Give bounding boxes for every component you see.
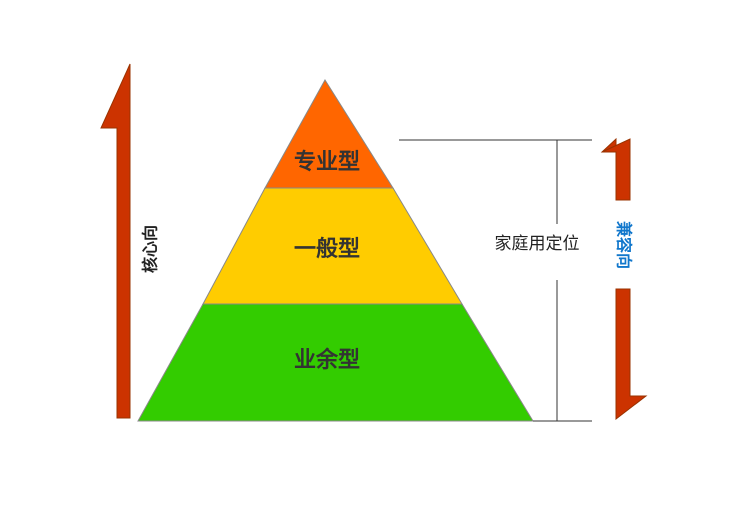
- bracket: [399, 139, 592, 422]
- bracket-label: 家庭用定位: [495, 234, 580, 254]
- pyramid-level-bottom-label: 业余型: [294, 347, 360, 373]
- pyramid-level-top-label: 专业型: [294, 149, 360, 175]
- right-arrow: [600, 137, 648, 421]
- left-arrow: [100, 63, 131, 419]
- pyramid-level-middle-label: 一般型: [294, 236, 360, 262]
- right-arrow-top-segment: [601, 138, 631, 201]
- left-arrow-shape: [100, 63, 131, 419]
- left-arrow-label: 核心向: [141, 225, 160, 273]
- right-arrow-label: 兼容向: [615, 221, 634, 269]
- pyramid: [137, 79, 534, 422]
